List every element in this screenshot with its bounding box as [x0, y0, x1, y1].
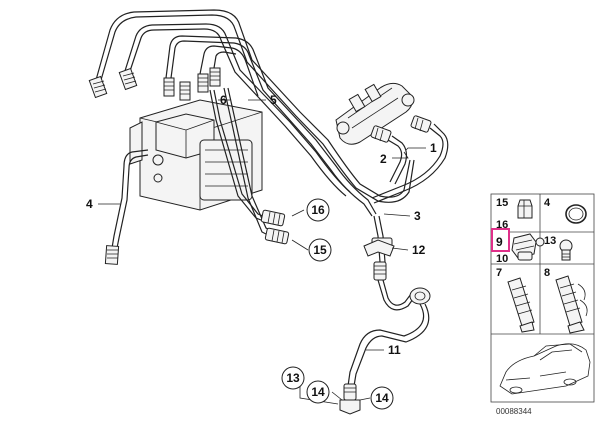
callout-circle-15: [308, 238, 332, 262]
brake-hose-11: [339, 215, 431, 415]
label-16: 16: [311, 203, 325, 217]
callout-circle-14b: [370, 386, 394, 410]
panel-label-4: 4: [544, 197, 551, 209]
label-14a: 14: [311, 385, 325, 399]
panel-label-13: 13: [544, 235, 556, 247]
brake-pipes-upper: [95, 9, 415, 237]
label-15: 15: [313, 243, 327, 257]
label-14b: 14: [375, 391, 389, 405]
pipe-fittings-top: [88, 67, 138, 99]
leader-lines: [98, 99, 426, 405]
abs-hydraulic-unit: [129, 67, 263, 211]
panel-label-9: 9: [496, 235, 503, 249]
callout-circle-14a: [306, 380, 330, 404]
label-13: 13: [286, 371, 300, 385]
brake-pipes-1-2: [371, 123, 449, 204]
parts-panel: 15 4 16 9 10 13 7 8: [490, 193, 595, 403]
highlight-box-9: [491, 228, 510, 252]
callout-circle-13: [281, 366, 305, 390]
label-4: 4: [86, 197, 93, 211]
panel-label-7: 7: [496, 267, 502, 279]
label-6: 6: [220, 93, 227, 107]
label-3: 3: [414, 209, 421, 223]
panel-label-10: 10: [496, 253, 508, 265]
label-1: 1: [430, 141, 437, 155]
callout-labels: 1 2 3 4 5 6 11 12 16 15 13 14 14: [86, 93, 437, 410]
car-silhouette: [499, 343, 591, 395]
fittings-15-16: [260, 209, 290, 245]
brake-pipe-4: [104, 149, 149, 265]
label-5: 5: [270, 93, 277, 107]
callout-circle-16: [306, 198, 330, 222]
master-cylinder: [335, 82, 432, 145]
label-2: 2: [380, 152, 387, 166]
panel-label-15: 15: [496, 197, 508, 209]
label-11: 11: [388, 343, 401, 357]
panel-label-8: 8: [544, 267, 550, 279]
reference-number: 00088344: [496, 407, 532, 416]
label-12: 12: [412, 243, 426, 257]
